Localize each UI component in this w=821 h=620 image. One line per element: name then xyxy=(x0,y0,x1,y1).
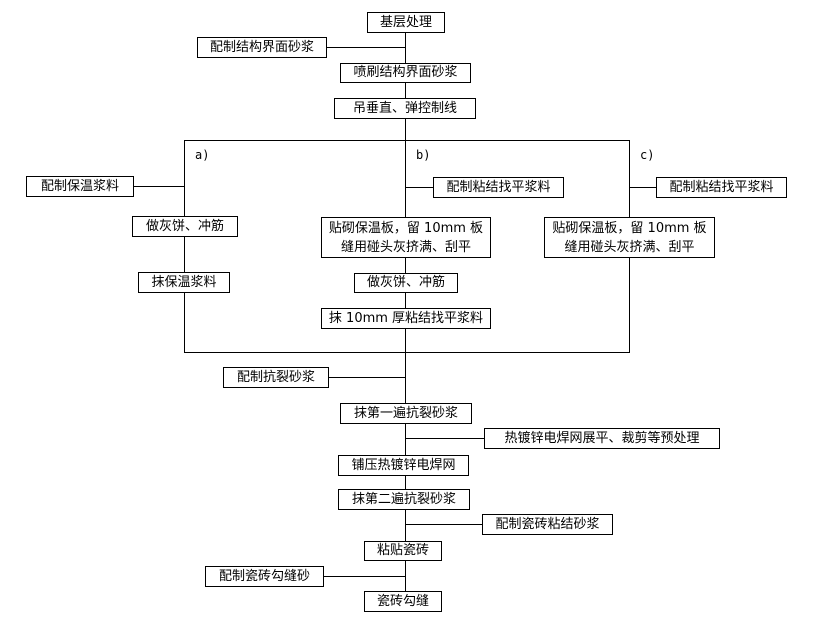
step-plumb-control-lines: 吊垂直、弹控制线 xyxy=(334,98,476,119)
option-a-label: a) xyxy=(195,148,210,162)
connector-line xyxy=(405,292,406,308)
step-lay-welded-mesh: 铺压热镀锌电焊网 xyxy=(338,455,469,476)
connector-line xyxy=(405,140,406,218)
option-c-board-line-1: 贴砌保温板，留 10mm 板 xyxy=(552,220,707,236)
connector-line xyxy=(405,32,406,64)
input-mesh-pretreatment: 热镀锌电焊网展平、裁剪等预处理 xyxy=(484,428,720,449)
connector-line xyxy=(405,423,406,456)
connector-line xyxy=(405,118,406,140)
option-a-step-1: 做灰饼、冲筋 xyxy=(132,216,238,237)
option-c-label: c) xyxy=(640,148,655,162)
step-first-anticrack-coat: 抹第一遍抗裂砂浆 xyxy=(340,403,472,424)
step-second-anticrack-coat: 抹第二遍抗裂砂浆 xyxy=(338,489,470,510)
connector-line xyxy=(323,576,405,577)
connector-line xyxy=(405,560,406,592)
connector-line xyxy=(405,257,406,273)
input-prepare-joint-sand: 配制瓷砖勾缝砂 xyxy=(205,566,324,587)
input-prepare-tile-adhesive: 配制瓷砖粘结砂浆 xyxy=(482,514,613,535)
step-base-treatment: 基层处理 xyxy=(367,12,445,33)
option-b-board-step: 贴砌保温板，留 10mm 板 缝用碰头灰挤满、刮平 xyxy=(321,217,491,258)
option-b-board-line-1: 贴砌保温板，留 10mm 板 xyxy=(328,220,484,236)
connector-line xyxy=(405,474,406,490)
connector-line xyxy=(405,353,406,404)
step-tile-jointing: 瓷砖勾缝 xyxy=(364,591,442,612)
input-prepare-interface-mortar: 配制结构界面砂浆 xyxy=(197,37,327,58)
connector-line xyxy=(328,377,406,378)
step-stick-tiles: 粘贴瓷砖 xyxy=(364,541,442,561)
connector-line xyxy=(133,186,185,187)
connector-line xyxy=(405,328,406,353)
option-b-label: b) xyxy=(416,148,431,162)
connector-line xyxy=(184,237,185,272)
option-c-board-step: 贴砌保温板，留 10mm 板 缝用碰头灰挤满、刮平 xyxy=(544,217,715,258)
option-c-board-line-2: 缝用碰头灰挤满、刮平 xyxy=(564,239,695,255)
option-c-input: 配制粘结找平浆料 xyxy=(656,177,787,198)
connector-line xyxy=(629,187,657,188)
connector-line xyxy=(405,509,406,542)
option-b-input: 配制粘结找平浆料 xyxy=(433,177,564,198)
connector-line xyxy=(405,438,485,439)
option-a-step-2: 抹保温浆料 xyxy=(138,272,230,293)
connector-line xyxy=(405,82,406,98)
connector-line xyxy=(405,187,433,188)
option-a-input: 配制保温浆料 xyxy=(26,176,134,197)
connector-line xyxy=(326,47,406,48)
option-b-step-2: 抹 10mm 厚粘结找平浆料 xyxy=(321,308,491,329)
step-spray-interface-mortar: 喷刷结构界面砂浆 xyxy=(340,63,471,83)
option-b-step-1: 做灰饼、冲筋 xyxy=(354,273,458,293)
input-prepare-anticrack-mortar: 配制抗裂砂浆 xyxy=(223,367,329,388)
connector-line xyxy=(405,524,483,525)
option-b-board-line-2: 缝用碰头灰挤满、刮平 xyxy=(340,239,471,255)
